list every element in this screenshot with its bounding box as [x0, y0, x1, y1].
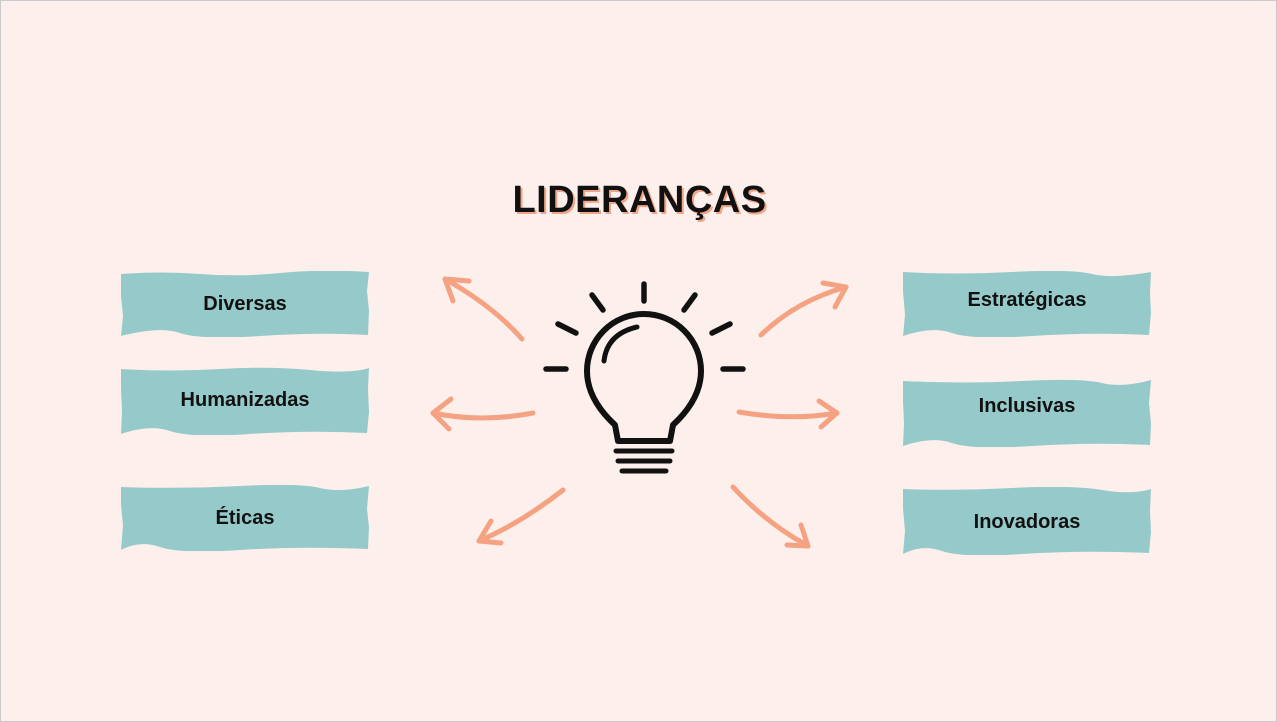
- box-right-3: Inovadoras: [902, 487, 1152, 555]
- box-right-2: Inclusivas: [902, 379, 1152, 447]
- box-label: Inclusivas: [978, 394, 1076, 417]
- brush-box-shape: [121, 367, 369, 435]
- arrow-upper-left: [442, 276, 525, 342]
- box-right-1: Estratégicas: [902, 271, 1152, 337]
- box-label: Estratégicas: [967, 288, 1087, 311]
- box-label: Éticas: [215, 506, 275, 529]
- arrow-middle-left: [430, 396, 536, 432]
- lightbulb-icon: [543, 281, 746, 474]
- box-label: Diversas: [203, 292, 287, 315]
- brush-box-shape: [903, 379, 1151, 447]
- diagram-title: LIDERANÇAS: [512, 179, 767, 221]
- box-left-3: Éticas: [120, 485, 370, 551]
- arrow-lower-right: [730, 484, 811, 549]
- arrow-lower-left: [476, 487, 566, 546]
- arrow-middle-right: [736, 398, 840, 430]
- box-label: Inovadoras: [973, 510, 1081, 533]
- box-left-2: Humanizadas: [120, 367, 370, 435]
- brush-box-shape: [121, 271, 369, 337]
- box-left-1: Diversas: [120, 271, 370, 337]
- box-label: Humanizadas: [180, 388, 310, 411]
- arrow-upper-right: [758, 280, 849, 338]
- brush-box-shape: [121, 485, 369, 551]
- brush-box-shape: [903, 271, 1151, 337]
- brush-box-shape: [903, 487, 1151, 555]
